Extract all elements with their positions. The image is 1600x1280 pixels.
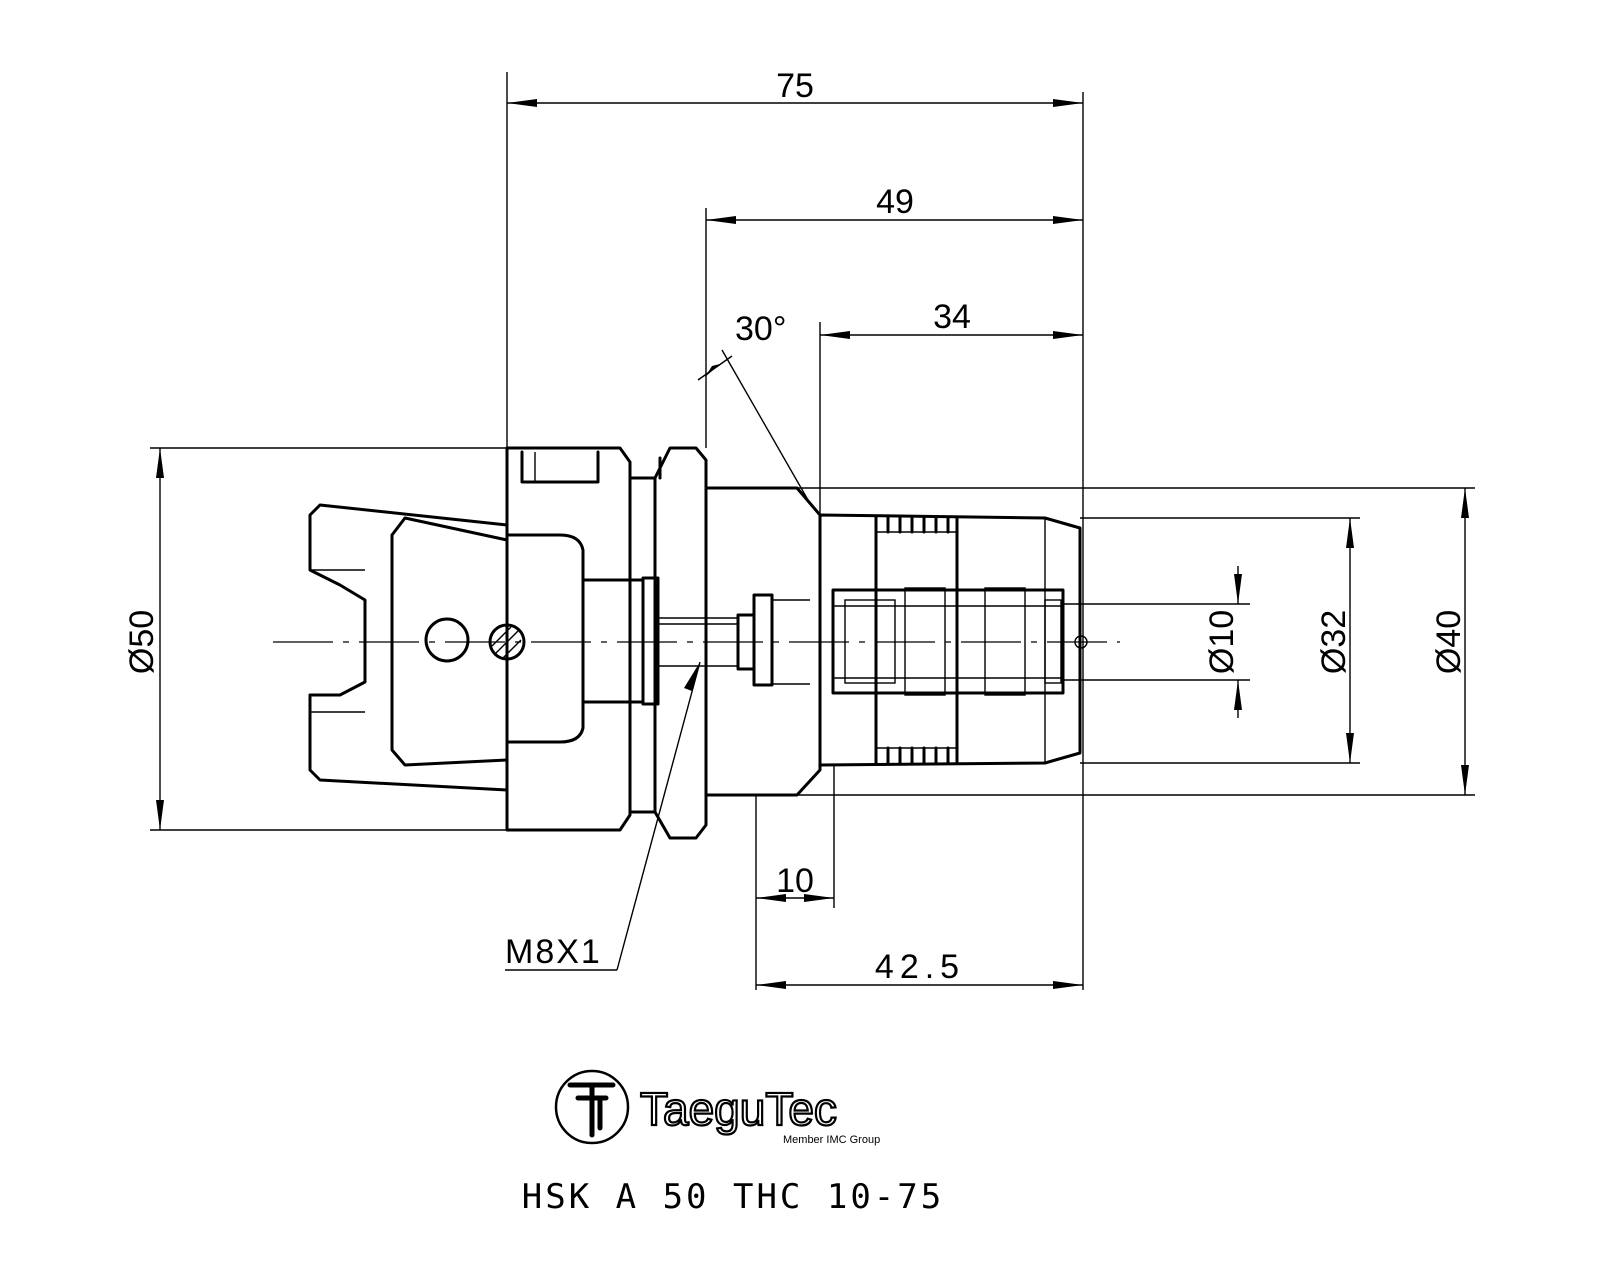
dim-dia40-label: Ø40 [1430,610,1468,674]
dim-34 [819,322,1083,515]
dim-dia32 [1080,517,1360,764]
dim-34-label: 34 [933,298,971,336]
leader-m8x1 [505,661,701,971]
dim-dia10-label: Ø10 [1203,610,1241,674]
hsk-shank [308,503,526,792]
dim-10-label: 10 [776,862,814,900]
dim-49-label: 49 [876,183,914,221]
flange [505,446,708,840]
shank-hole [424,617,470,663]
collet-section [818,513,1088,767]
dim-dia50 [150,447,507,831]
dim-42-5 [756,981,1083,989]
dim-30deg [697,349,809,501]
dim-dia50-label: Ø50 [123,610,161,674]
part-number: HSK A 50 THC 10-75 [522,1177,944,1217]
internal-bore [581,576,810,706]
dim-75-label: 75 [776,67,814,105]
dim-dia10 [1063,566,1250,718]
dim-42-5-label: 42.5 [875,948,965,986]
dim-75 [506,72,1084,990]
logo-brand: TaeguTec [640,1083,837,1135]
dim-49 [705,208,1083,448]
dim-30deg-label: 30° [735,310,786,348]
m8x1-label: M8X1 [505,933,602,971]
dim-dia40 [797,487,1475,796]
dim-10 [755,765,835,990]
dim-dia32-label: Ø32 [1315,610,1353,674]
taegutec-logo: TaeguTec Member IMC Group [554,1069,880,1146]
logo-tagline: Member IMC Group [783,1134,880,1146]
